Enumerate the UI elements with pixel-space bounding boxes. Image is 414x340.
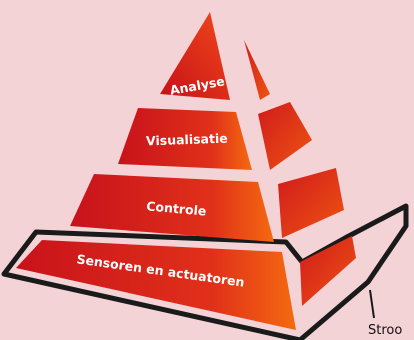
level-side-face	[258, 102, 312, 170]
pyramid-level-sensoren: Sensoren en actuatoren	[16, 236, 356, 330]
pyramid-level-analyse: Analyse	[160, 12, 270, 100]
level-front-face	[118, 108, 252, 170]
level-front-face	[160, 12, 230, 100]
level-label-visualisatie: Visualisatie	[146, 131, 228, 149]
callout-line	[369, 289, 375, 319]
level-label-controle: Controle	[146, 198, 207, 218]
level-front-face	[70, 174, 274, 242]
callout-label: Stroo	[368, 323, 402, 338]
pyramid-level-controle: Controle	[70, 168, 344, 242]
level-side-face	[244, 40, 270, 100]
level-side-face	[278, 168, 344, 238]
highlight-outline	[1, 203, 409, 340]
level-side-face	[300, 236, 356, 306]
level-front-face	[16, 240, 296, 330]
pyramid-level-visualisatie: Visualisatie	[118, 102, 312, 170]
